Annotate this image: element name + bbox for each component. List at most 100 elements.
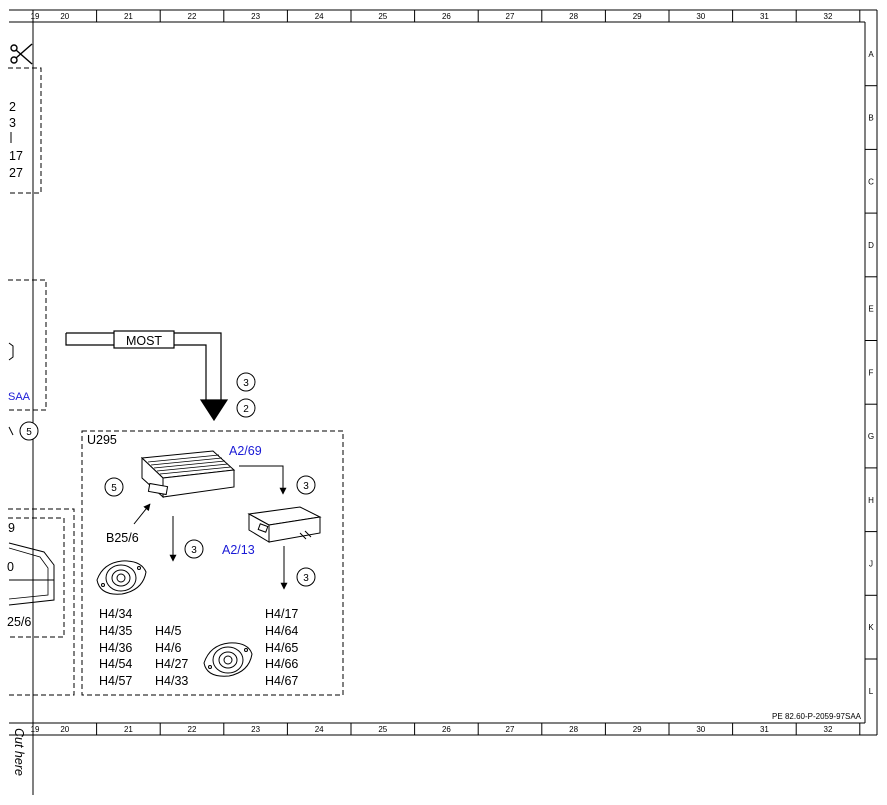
u295-group-box (81, 430, 344, 696)
partial-box-1-line: 2 (9, 100, 16, 114)
speaker-label: H4/5 (155, 624, 181, 638)
scissors-icon (10, 43, 33, 65)
column-number: 22 (188, 12, 197, 21)
callout-circle (236, 398, 256, 418)
column-number: 31 (760, 12, 769, 21)
speaker-labels-col1: H4/34 H4/35 H4/36 H4/54 H4/57 (99, 607, 132, 688)
most-bus (65, 330, 229, 422)
column-number: 29 (633, 725, 642, 734)
callout-circle (184, 539, 204, 559)
speaker-label: H4/67 (265, 674, 298, 688)
speaker-label: H4/64 (265, 624, 298, 638)
partial-box-2-label: SAA (8, 391, 31, 403)
most-bus-label: MOST (126, 334, 162, 348)
callout-number: 5 (26, 427, 32, 438)
callout-circle (296, 475, 316, 495)
callout-circle (296, 567, 316, 587)
row-letter: G (868, 432, 874, 441)
column-number: 25 (378, 12, 387, 21)
column-number: 28 (569, 12, 578, 21)
b25-6-label: B25/6 (106, 531, 139, 545)
column-number: 25 (378, 725, 387, 734)
speaker-label: H4/57 (99, 674, 132, 688)
column-number: 23 (251, 725, 260, 734)
callout-number: 3 (303, 481, 309, 492)
callout-number: 3 (303, 573, 309, 584)
callout-number: 2 (243, 404, 249, 415)
partial-box-1-line: 17 (9, 149, 23, 163)
column-number: 30 (696, 725, 705, 734)
row-letter: E (868, 305, 873, 314)
connector-line (133, 503, 151, 525)
column-number: 31 (760, 725, 769, 734)
column-number: 24 (315, 725, 324, 734)
row-letter: A (868, 50, 874, 59)
row-letter: J (869, 559, 873, 568)
callout-number: 3 (243, 378, 249, 389)
a2-13-label: A2/13 (222, 543, 255, 557)
speaker-label: H4/35 (99, 624, 132, 638)
column-number: 27 (506, 12, 515, 21)
speaker-labels-col3: H4/17 H4/64 H4/65 H4/66 H4/67 (265, 607, 298, 688)
callout-circle (236, 372, 256, 392)
callout-number: 3 (191, 545, 197, 556)
column-number: 32 (824, 725, 833, 734)
column-number: 22 (188, 725, 197, 734)
a2-69-label: A2/69 (229, 444, 262, 458)
column-number: 27 (506, 725, 515, 734)
partial-box-3-bottom: 25/6 (7, 615, 31, 629)
column-number: 19 (31, 12, 40, 21)
column-number: 26 (442, 12, 451, 21)
column-number: 29 (633, 12, 642, 21)
row-letter: K (868, 623, 874, 632)
most-bus-label-box (113, 330, 175, 349)
speaker-label: H4/33 (155, 674, 188, 688)
column-number: 30 (696, 12, 705, 21)
column-number: 21 (124, 12, 133, 21)
partial-box-3-top: 9 (8, 521, 15, 535)
speaker-label: H4/34 (99, 607, 132, 621)
column-number: 20 (60, 725, 69, 734)
column-number: 20 (60, 12, 69, 21)
u295-group-label: U295 (87, 433, 117, 447)
column-number: 21 (124, 725, 133, 734)
speaker-labels-col2: H4/5 H4/6 H4/27 H4/33 (155, 624, 188, 688)
column-ticks-top: 19 20 21 22 23 24 25 26 27 28 29 30 31 32 (31, 10, 861, 22)
partial-box-1-line: 27 (9, 166, 23, 180)
column-number: 24 (315, 12, 324, 21)
partial-box-1: 2 3 17 27 (8, 67, 42, 194)
callout-circle (104, 477, 124, 497)
callout-circle (19, 421, 39, 441)
row-letter: D (868, 241, 874, 250)
partial-box-3-mid: 0 (7, 560, 14, 574)
row-ticks: A B C D E F G H J K L (865, 50, 877, 696)
column-number: 26 (442, 725, 451, 734)
speaker-icon (96, 560, 147, 595)
row-letter: C (868, 177, 874, 186)
amplifier-module-icon (140, 450, 236, 499)
sheet-frame (9, 9, 878, 795)
column-number: 32 (824, 12, 833, 21)
speaker-label: H4/27 (155, 657, 188, 671)
speaker-icon (203, 642, 253, 677)
row-letter: B (868, 114, 873, 123)
row-letter: L (869, 687, 874, 696)
partial-box-2: SAA (8, 279, 47, 411)
speaker-label: H4/17 (265, 607, 298, 621)
sheet-ref-code: PE 82.60-P-2059-97SAA (772, 712, 862, 721)
speaker-label: H4/36 (99, 641, 132, 655)
column-number: 19 (31, 725, 40, 734)
speaker-label: H4/66 (265, 657, 298, 671)
control-unit-icon (247, 506, 322, 543)
callout-number: 5 (111, 483, 117, 494)
column-number: 23 (251, 12, 260, 21)
partial-box-1-line: 3 (9, 116, 16, 130)
speaker-label: H4/6 (155, 641, 181, 655)
row-letter: F (869, 368, 874, 377)
connector-line (239, 465, 287, 495)
cut-here-label: Cut here (12, 728, 26, 776)
row-letter: H (868, 496, 874, 505)
speaker-label: H4/54 (99, 657, 132, 671)
partial-box-3: 9 0 25/6 (7, 508, 75, 696)
